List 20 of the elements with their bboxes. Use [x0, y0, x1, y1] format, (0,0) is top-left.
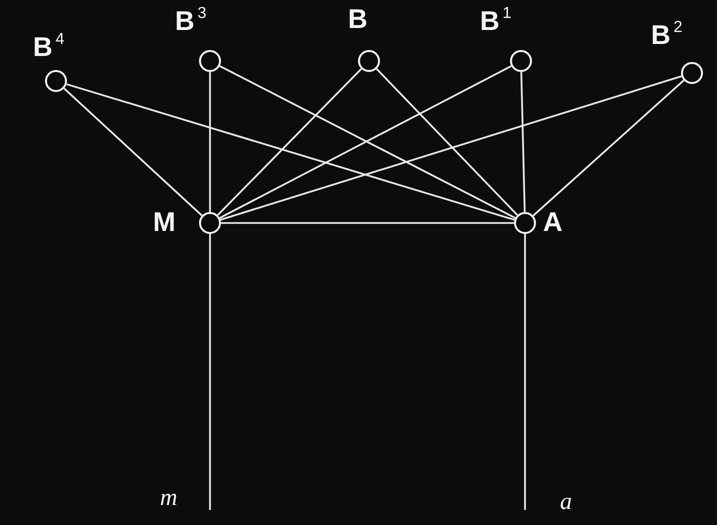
connector-line: [63, 88, 203, 216]
connector-line: [220, 75, 682, 221]
point-label: B$^{4}$: [33, 32, 64, 61]
connector-line: [376, 68, 518, 216]
connector-line: [209, 72, 211, 212]
connector-line: [532, 80, 684, 216]
connector-line: [66, 83, 515, 221]
line-end-label: a: [560, 490, 572, 514]
point-label: B: [348, 6, 368, 33]
point-label: M: [153, 209, 176, 236]
point-label: B$^{1}$: [480, 6, 512, 35]
connector-line: [221, 222, 514, 224]
point-label: B$^{3}$: [175, 6, 206, 35]
line-end-label: m: [160, 486, 178, 510]
connector-line: [524, 234, 526, 510]
point-label: B$^{2}$: [651, 20, 682, 49]
connector-line: [209, 234, 211, 510]
connector-line: [217, 68, 362, 216]
point-label: A: [543, 209, 562, 236]
connector-line: [520, 72, 526, 212]
